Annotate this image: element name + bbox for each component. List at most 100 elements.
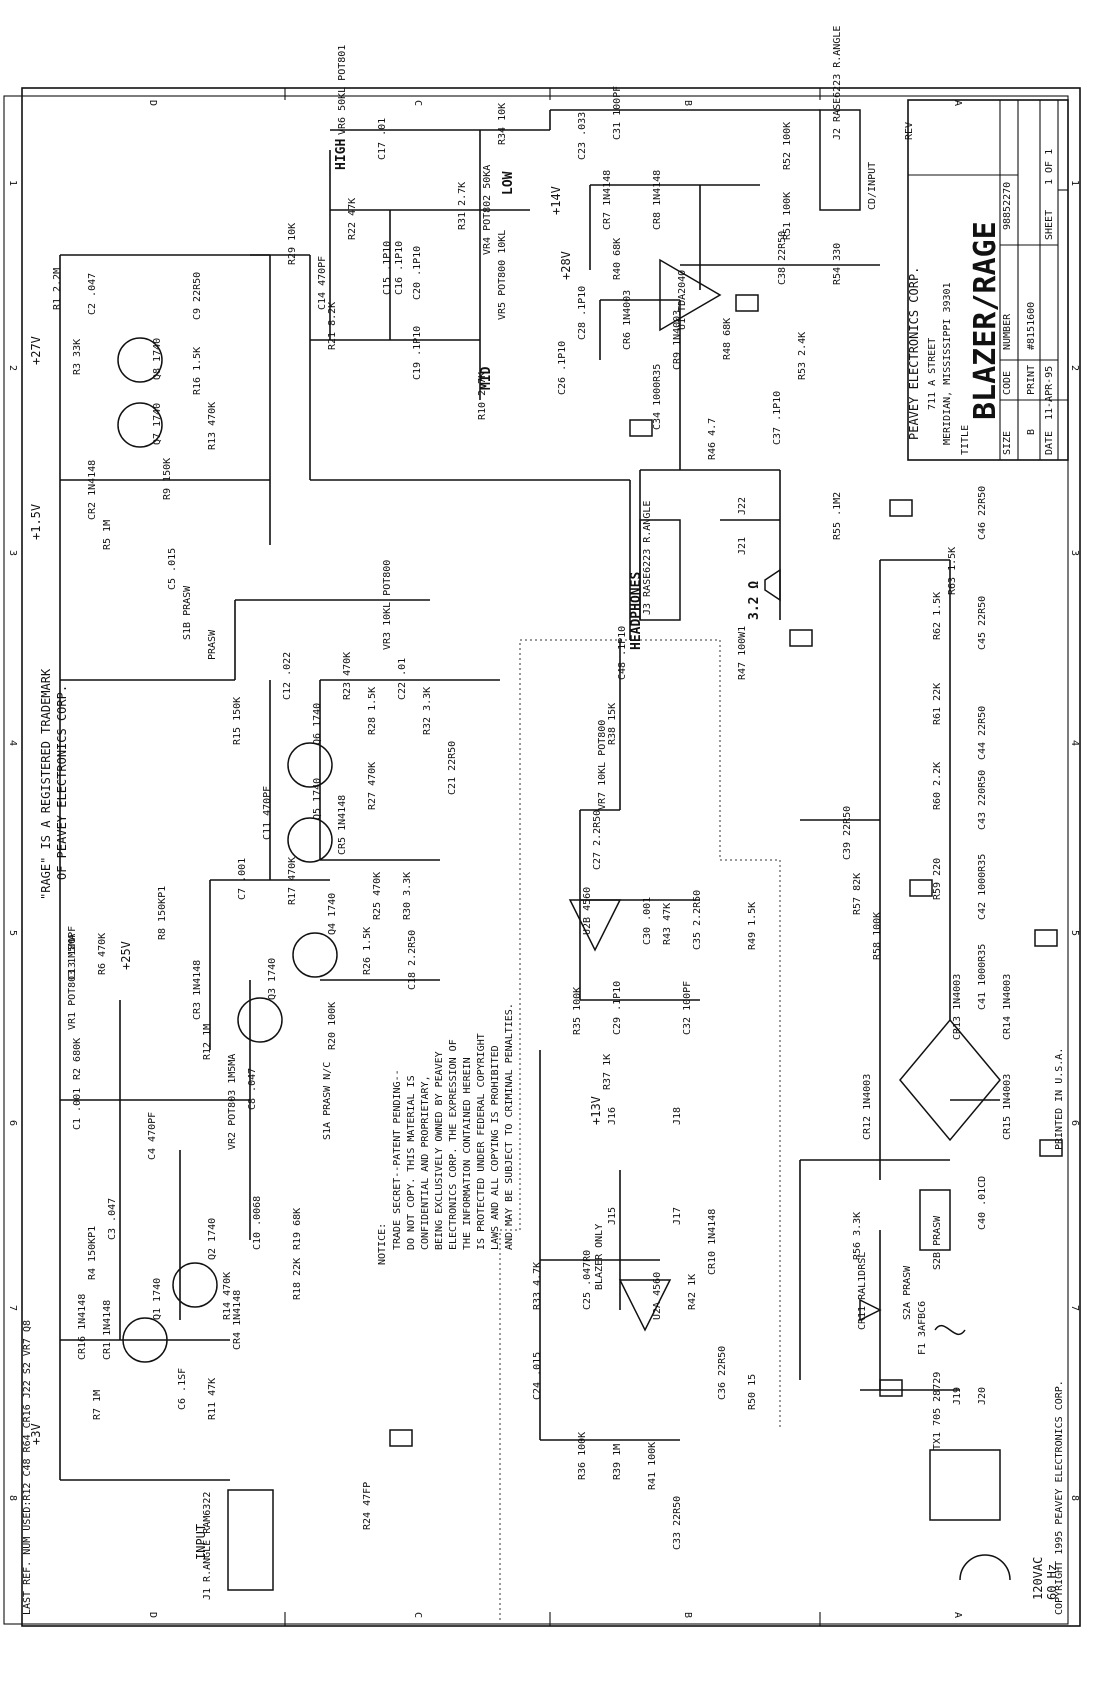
component-vr4: VR4 POT802 50KA <box>482 165 493 255</box>
switch-s2 <box>919 1189 951 1251</box>
opamp-u1 <box>659 258 722 332</box>
notice-line: DO NOT COPY. THIS MATERIAL IS <box>406 1075 417 1250</box>
tb-date: 11-APR-95 <box>1044 366 1055 420</box>
component-r17: R17 470K <box>287 857 298 905</box>
label-speaker: 3.2 Ω <box>747 581 762 620</box>
component-r4: R4 150KP1 <box>87 1226 98 1280</box>
component-r38: R38 15K <box>607 703 618 745</box>
input-jack-j1 <box>227 1489 274 1591</box>
label-headphones: HEADPHONES <box>629 572 644 650</box>
component-u2b: U2B 4560 <box>582 887 593 935</box>
component-j15: J15 <box>607 1207 618 1225</box>
component-j3: J3 RASE6223 R.ANGLE <box>642 501 653 615</box>
component-q7: Q7 1740 <box>152 403 163 445</box>
component-c43: C43 220R50 <box>977 770 988 830</box>
component-c48: C48 .1P10 <box>617 626 628 680</box>
component-cr7: CR7 1N4148 <box>602 170 613 230</box>
component-r18: R18 22K <box>292 1258 303 1300</box>
component-r36: R36 100K <box>577 1432 588 1480</box>
component-c42: C42 1000R35 <box>977 854 988 920</box>
zone-top-d: D <box>147 100 158 106</box>
transistor-q8 <box>117 337 163 383</box>
ground-icon <box>789 629 813 647</box>
notice-block: NOTICE: TRADE SECRET--PATENT PENDING-- D… <box>377 1003 515 1265</box>
component-cr12: CR12 1N4003 <box>862 1074 873 1140</box>
svg-text:3: 3 <box>1069 550 1080 556</box>
tb-title-label: TITLE <box>960 425 971 455</box>
title-block: PEAVEY ELECTRONICS CORP. 711 A STREET ME… <box>904 99 1069 461</box>
component-cr13: CR13 1N4003 <box>952 974 963 1040</box>
component-c7: C7 .001 <box>237 858 248 900</box>
component-r12: R12 1M <box>202 1024 213 1060</box>
component-c12: C12 .022 <box>282 652 293 700</box>
component-r57: R57 82K <box>852 873 863 915</box>
component-c13: C13 180PF <box>67 926 78 980</box>
component-r19: R19 68K <box>292 1208 303 1250</box>
transistor-q7 <box>117 402 163 448</box>
component-r7: R7 1M <box>92 1390 103 1420</box>
tb-number-label: NUMBER <box>1002 313 1013 350</box>
component-c36: C36 22R50 <box>717 1346 728 1400</box>
component-c38: C38 22R50 <box>777 231 788 285</box>
component-r23: R23 470K <box>342 652 353 700</box>
component-u1: U1 TDA2040 <box>677 270 688 330</box>
component-r27: R27 470K <box>367 762 378 810</box>
component-c19: C19 .1P10 <box>412 326 423 380</box>
section-labels: HIGH LOW MID HEADPHONES 3.2 Ω CD/INPUT 1… <box>194 139 1059 1600</box>
component-r55: R55 .1M2 <box>832 492 843 540</box>
component-r50: R50 15 <box>747 1374 758 1410</box>
component-r34: R34 10K <box>497 103 508 145</box>
component-c28: C28 .1P10 <box>577 286 588 340</box>
component-r63: R63 1.5K <box>947 547 958 595</box>
notice-line: CONFIDENTIAL AND PROPRIETARY, <box>420 1075 431 1250</box>
component-c8: C8 .047 <box>247 1068 258 1110</box>
trademark-line-1: "RAGE" IS A REGISTERED TRADEMARK <box>39 668 53 900</box>
component-c31: C31 100PF <box>612 86 623 140</box>
transistor-q6 <box>287 742 333 788</box>
component-cr15: CR15 1N4003 <box>1002 1074 1013 1140</box>
component-r58: R58 100K <box>872 912 883 960</box>
notice-line: IS PROTECTED UNDER FEDERAL COPYRIGHT <box>476 1033 487 1250</box>
rail-14v: +14V <box>549 186 563 215</box>
component-r11: R11 47K <box>207 1378 218 1420</box>
component-r37: R37 1K <box>602 1054 613 1090</box>
component-j22: J22 <box>737 497 748 515</box>
transistor-q1 <box>122 1317 168 1363</box>
component-j21: J21 <box>737 537 748 555</box>
svg-text:2: 2 <box>1069 365 1080 371</box>
component-q1: Q1 1740 <box>152 1278 163 1320</box>
notes: "RAGE" IS A REGISTERED TRADEMARK OF PEAV… <box>22 668 1065 1615</box>
printed-note: PRINTED IN U.S.A. <box>1054 1048 1065 1150</box>
opamp-u2b <box>568 899 622 952</box>
component-c26: C26 .1P10 <box>557 341 568 395</box>
component-r54: R54 330 <box>832 243 843 285</box>
component-r13: R13 470K <box>207 402 218 450</box>
notice-line: THE INFORMATION CONTAINED HEREIN <box>462 1057 473 1250</box>
svg-text:5: 5 <box>1069 930 1080 936</box>
zone-bot-a: A <box>952 1612 963 1618</box>
component-cr9: CR9 1N4003 <box>672 310 683 370</box>
label-ac-freq: 60 Hz <box>1045 1564 1059 1600</box>
notice-line: TRADE SECRET--PATENT PENDING-- <box>392 1069 403 1250</box>
zone-side-4: 4 <box>7 740 18 746</box>
bridge-rectifier <box>899 1018 1001 1142</box>
component-c2: C2 .047 <box>87 273 98 315</box>
component-r9: R9 150K <box>162 458 173 500</box>
component-r25: R25 470K <box>372 872 383 920</box>
component-j20: J20 <box>977 1387 988 1405</box>
component-r32: R32 3.3K <box>422 687 433 735</box>
component-c27: C27 2.2R50 <box>592 810 603 870</box>
tb-title: BLAZER/RAGE <box>968 221 1003 420</box>
component-r28: R28 1.5K <box>367 687 378 735</box>
component-r49: R49 1.5K <box>747 902 758 950</box>
component-q4: Q4 1740 <box>327 893 338 935</box>
led-icon <box>859 1298 882 1322</box>
ground-icon <box>1039 1139 1063 1157</box>
component-s1a: S1A PRASW N/C <box>322 1062 333 1140</box>
notice-line: NOTICE: <box>377 1223 388 1265</box>
component-j19: J19 <box>952 1387 963 1405</box>
component-c4: C4 470PF <box>147 1112 158 1160</box>
component-q5: Q5 1740 <box>312 778 323 820</box>
component-c15: C15 .1P10 <box>382 241 393 295</box>
component-r15: R15 150K <box>232 697 243 745</box>
